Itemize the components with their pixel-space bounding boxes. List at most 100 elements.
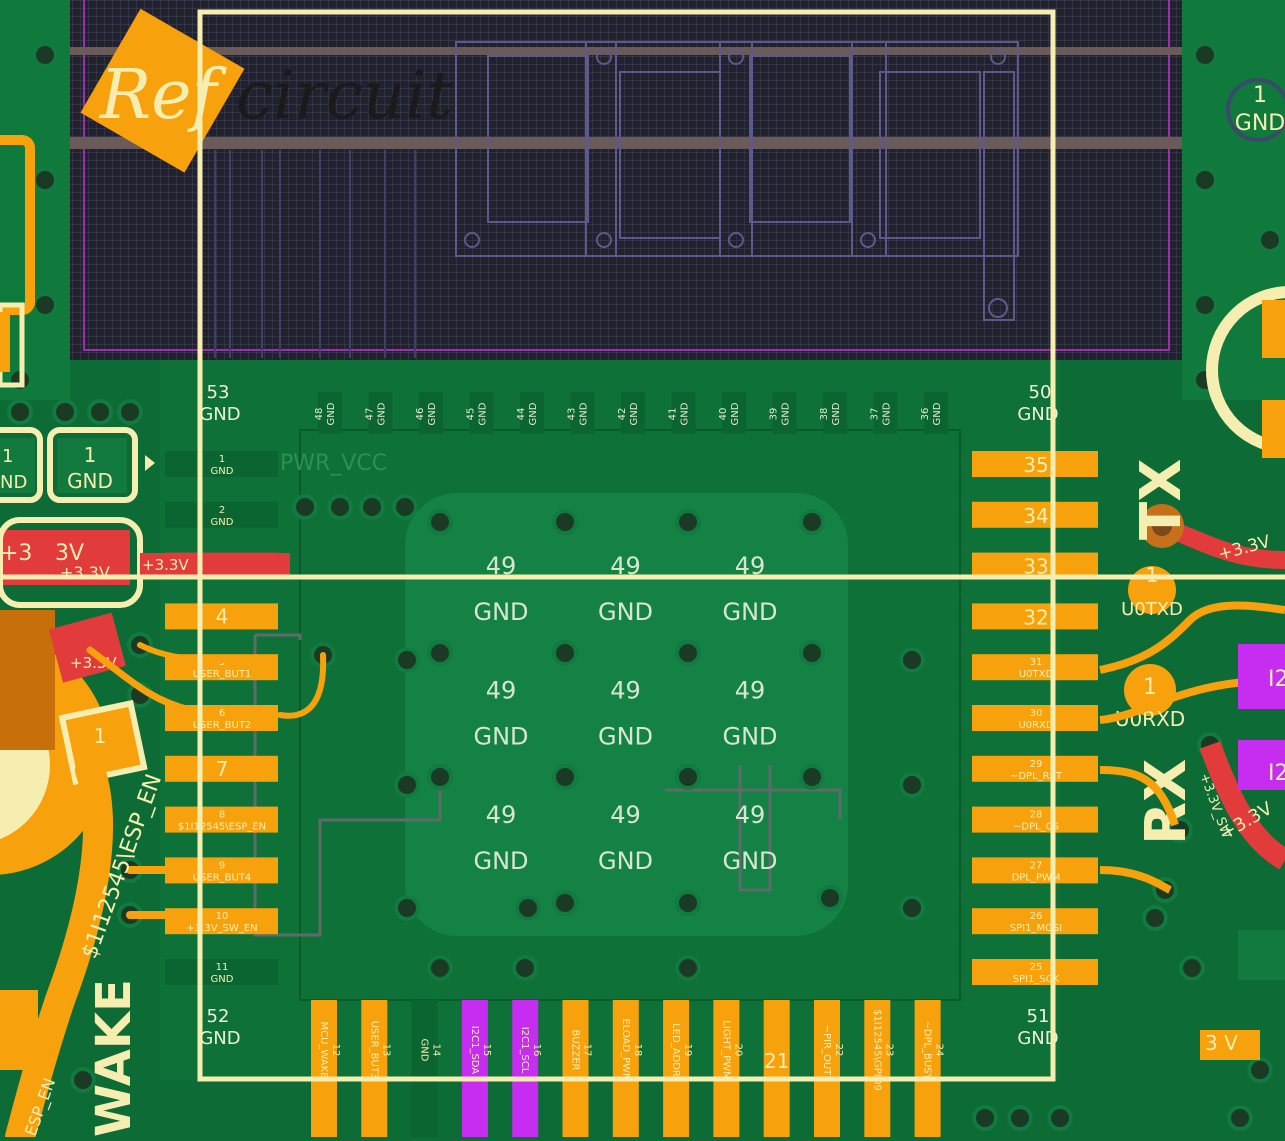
left-pad-num: 10 <box>216 911 229 922</box>
right-pad-25[interactable] <box>972 959 1098 985</box>
left-3v3-label-b: 3V <box>55 541 84 566</box>
via-hole <box>903 899 921 917</box>
gnd-testpad-left-net: ND <box>0 472 27 493</box>
via-hole <box>396 498 414 516</box>
bottom-pad-20[interactable] <box>713 1000 740 1137</box>
via-hole <box>679 959 697 977</box>
right-pad-29[interactable] <box>972 755 1098 782</box>
left-pad-4[interactable] <box>165 603 278 630</box>
orange-traces-left <box>5 642 327 1141</box>
via-hole <box>679 768 697 786</box>
right-pad-34[interactable] <box>972 501 1098 528</box>
left-pad-num: 9 <box>219 860 225 871</box>
logo-text-ref: Ref <box>98 56 227 135</box>
top-pad-label: GND <box>730 402 741 425</box>
top-pad-label: GND <box>629 402 640 425</box>
center-pad-num: 49 <box>486 801 517 829</box>
bottom-pad-24[interactable] <box>914 1000 941 1137</box>
left-pad-1[interactable] <box>165 451 278 477</box>
bottom-pad-14[interactable] <box>411 1000 438 1137</box>
right-pad-27[interactable] <box>972 857 1098 884</box>
top-pad-num: 47 <box>365 408 376 421</box>
left-pad-net: GND <box>211 517 234 528</box>
bottom-pad-19[interactable] <box>663 1000 690 1137</box>
left-pad-7[interactable] <box>165 755 278 782</box>
right-pad-net: ~DPL_RST <box>1010 771 1063 782</box>
bottom-pad-net: ~PIR_OUT <box>821 1025 832 1076</box>
right-bottom-pad-label: 3 V <box>1205 1031 1238 1055</box>
left-pad-2[interactable] <box>165 501 278 528</box>
top-pad-label: GND <box>831 402 842 425</box>
top-pad <box>570 392 595 434</box>
via-hole <box>296 498 314 516</box>
bottom-pad-12[interactable] <box>311 1000 337 1137</box>
top-pad <box>469 392 494 434</box>
board-edge-line-2 <box>70 137 1182 149</box>
bottom-pad-15[interactable] <box>461 1000 488 1137</box>
right-pad-33[interactable] <box>972 552 1098 579</box>
center-thermal-pad <box>405 493 848 936</box>
bottom-pad-13[interactable] <box>361 1000 388 1137</box>
bottom-pad-22[interactable] <box>814 1000 840 1137</box>
via-hole <box>431 513 449 531</box>
top-pad <box>873 392 898 434</box>
right-pad-26[interactable] <box>972 908 1098 935</box>
via-hole <box>331 498 349 516</box>
top-pad <box>520 392 544 434</box>
via-hole <box>821 889 839 907</box>
center-pad-num: 49 <box>610 801 641 829</box>
right-pad-32[interactable] <box>972 603 1098 630</box>
via-hole <box>679 644 697 662</box>
right-gnd-pad <box>1238 930 1285 980</box>
bottom-pad-23[interactable] <box>864 1000 891 1137</box>
left-pad-num: 1 <box>219 454 225 465</box>
right-pad-35[interactable] <box>972 451 1098 477</box>
testpad-arrow <box>145 455 155 471</box>
top-pad-num: 43 <box>567 408 578 421</box>
corner-label-tl-num: 53 <box>207 382 230 403</box>
right-circular-footprint <box>1206 286 1285 454</box>
corner-label-bl-net: GND <box>199 1028 240 1049</box>
left-pad-num: 8 <box>219 810 225 821</box>
via-hole <box>363 498 381 516</box>
center-pad-num: 49 <box>735 801 766 829</box>
right-pad-net: U0TXD <box>1019 669 1054 680</box>
bottom-pad-num: 24 <box>934 1044 945 1057</box>
left-3v3-label-a: +3 <box>0 541 32 566</box>
center-pad-num: 49 <box>735 677 766 705</box>
bottom-pad-17[interactable] <box>562 1000 589 1137</box>
via-hole <box>1171 821 1189 839</box>
via-hole <box>36 46 54 64</box>
right-circle-pad-2 <box>1262 400 1285 458</box>
via-array <box>7 42 1283 1131</box>
right-pad-28[interactable] <box>972 806 1098 833</box>
top-pad-num: 40 <box>718 408 729 421</box>
bottom-pad-18[interactable] <box>612 1000 639 1137</box>
bottom-pad-net: LED_ADDR <box>670 1023 681 1077</box>
corner-label-tl-net: GND <box>199 404 240 425</box>
bottom-pad-21[interactable] <box>763 1000 790 1137</box>
center-pad-net: GND <box>722 723 777 751</box>
via-hole <box>556 644 574 662</box>
right-pad-30[interactable] <box>972 705 1098 731</box>
u0rxd-testpoint-num: 1 <box>1143 675 1157 700</box>
bottom-pad-num: 21 <box>764 1049 789 1073</box>
via-hole <box>679 894 697 912</box>
right-pad-num: 27 <box>1030 860 1043 871</box>
bottom-pad-16[interactable] <box>512 1000 539 1137</box>
module-courtyard[interactable] <box>197 9 1056 1082</box>
bottom-pad-num: 20 <box>732 1044 743 1057</box>
right-pad-31[interactable] <box>972 654 1098 681</box>
right-pad-net: SPI1_SCK <box>1013 974 1060 985</box>
left-pad-11[interactable] <box>165 959 278 985</box>
top-pad-num: 39 <box>769 408 780 421</box>
top-pad <box>621 392 645 434</box>
right-pad-net: DPL_PWM <box>1012 872 1061 883</box>
left-pad-8[interactable] <box>165 806 278 833</box>
top-pad <box>318 392 342 434</box>
left-smd-pad-1-label: 1 <box>94 724 107 748</box>
right-pad-column: 3534333231U0TXD30U0RXD29~DPL_RST28~DPL_C… <box>972 451 1098 985</box>
gray-traces <box>253 633 842 937</box>
